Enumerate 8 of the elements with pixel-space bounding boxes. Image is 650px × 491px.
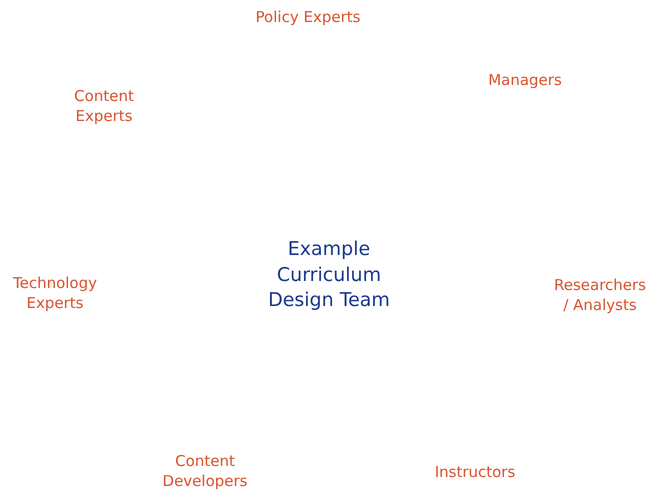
role-label: Policy Experts — [253, 8, 363, 28]
role-label: Managers — [470, 71, 580, 90]
role-label: Content Developers — [150, 452, 260, 491]
team-label: Example Curriculum Design Team — [244, 237, 414, 314]
role-label: Instructors — [420, 463, 530, 482]
role-label: Researchers / Analysts — [550, 276, 650, 315]
role-label: Technology Experts — [0, 274, 110, 313]
role-label: Content Experts — [49, 87, 159, 126]
